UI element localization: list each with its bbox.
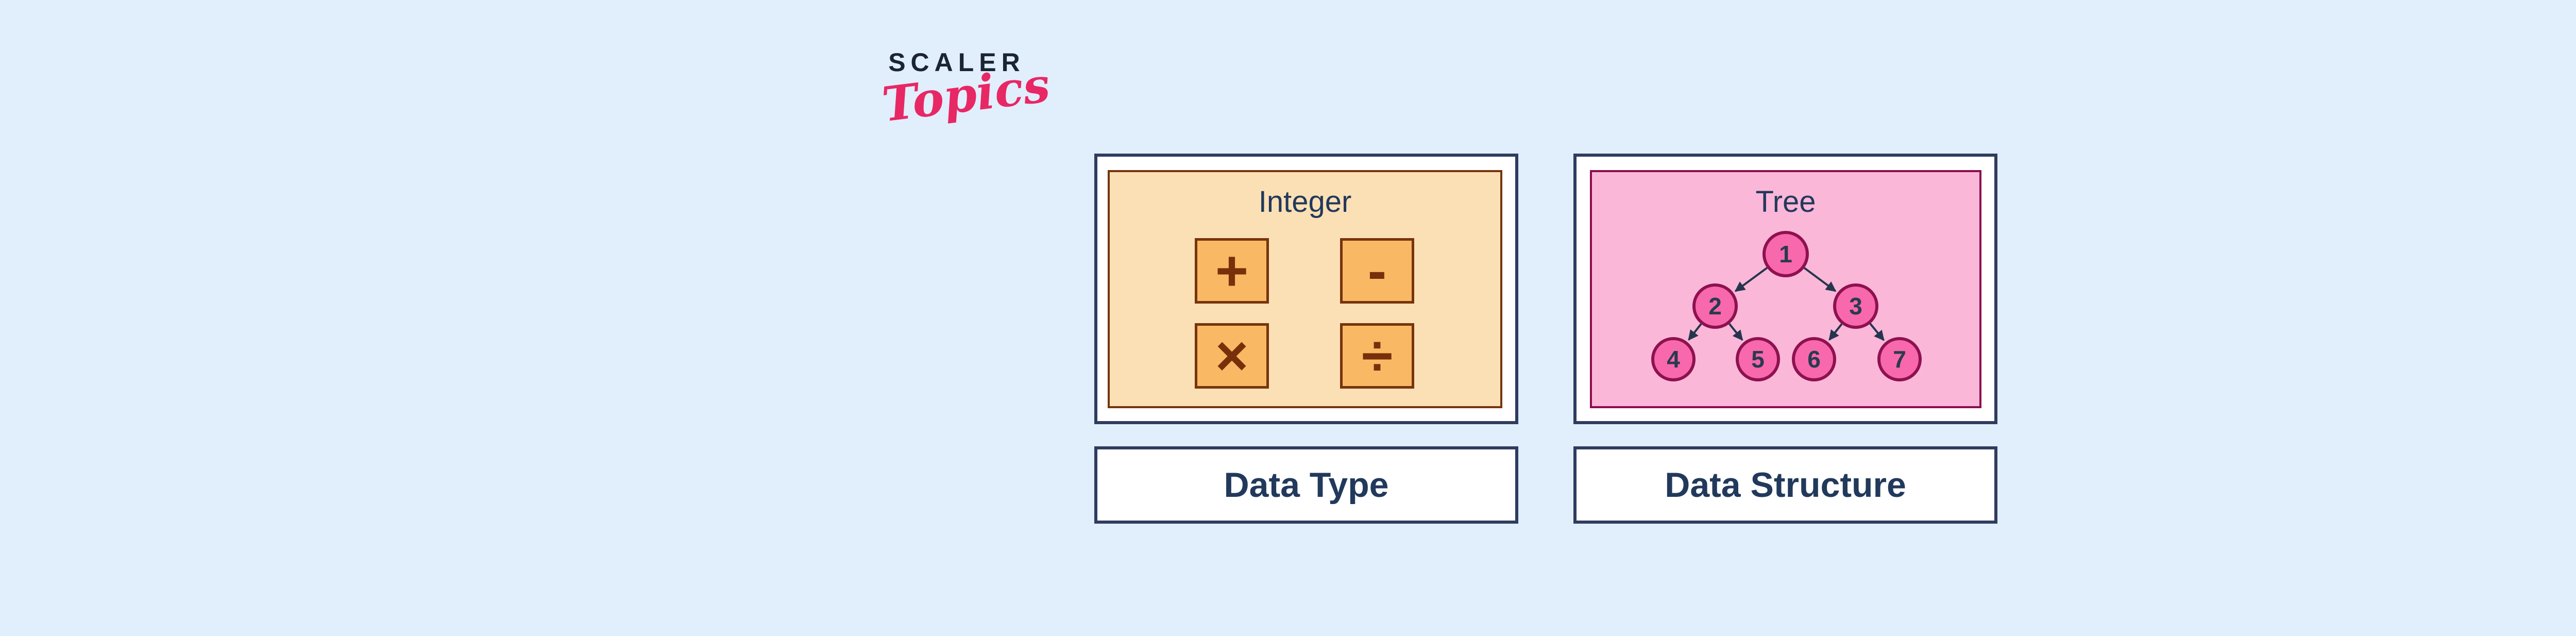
binary-tree-diagram: 1 2 3 4 5 6 7 <box>1651 231 1922 381</box>
operator-box-multiply: × <box>1195 323 1269 389</box>
data-structure-label-box: Data Structure <box>1573 446 1997 524</box>
tree-edge-2-5 <box>1728 323 1743 341</box>
tree-node-value-4: 4 <box>1667 346 1680 373</box>
tree-panel-title: Tree <box>1755 185 1816 219</box>
logo-brand-text: SCALER <box>888 48 1025 77</box>
scaler-topics-logo: SCALER Topics <box>879 48 1053 132</box>
tree-node-7 <box>1877 337 1922 381</box>
tree-node-4 <box>1651 337 1696 381</box>
tree-node-6 <box>1792 337 1836 381</box>
tree-node-value-3: 3 <box>1849 293 1862 320</box>
data-type-label-text: Data Type <box>1224 465 1389 505</box>
tree-node-value-7: 7 <box>1893 346 1906 373</box>
tree-edge-2-4 <box>1688 323 1702 341</box>
operator-box-minus: - <box>1340 238 1414 304</box>
integer-panel-title: Integer <box>1258 185 1352 219</box>
operator-box-plus: + <box>1195 238 1269 304</box>
tree-node-1 <box>1762 231 1809 277</box>
plus-symbol: + <box>1215 239 1249 303</box>
tree-edge-1-3 <box>1803 267 1837 292</box>
tree-node-value-6: 6 <box>1807 346 1821 373</box>
multiply-symbol: × <box>1215 324 1249 388</box>
tree-node-3 <box>1833 283 1878 329</box>
data-type-label-box: Data Type <box>1094 446 1518 524</box>
minus-symbol: - <box>1367 239 1387 303</box>
tree-edge-3-7 <box>1869 323 1885 341</box>
tree-node-value-5: 5 <box>1751 346 1765 373</box>
tree-node-value-1: 1 <box>1779 241 1792 267</box>
tree-node-5 <box>1736 337 1780 381</box>
tree-node-value-2: 2 <box>1708 293 1722 320</box>
integer-panel: Integer <box>1108 170 1502 408</box>
tree-node-2 <box>1692 283 1738 329</box>
data-structure-label-text: Data Structure <box>1665 465 1906 505</box>
tree-edge-1-2 <box>1734 267 1768 292</box>
divide-symbol: ÷ <box>1361 324 1393 388</box>
tree-edge-3-6 <box>1828 323 1843 341</box>
operator-box-divide: ÷ <box>1340 323 1414 389</box>
